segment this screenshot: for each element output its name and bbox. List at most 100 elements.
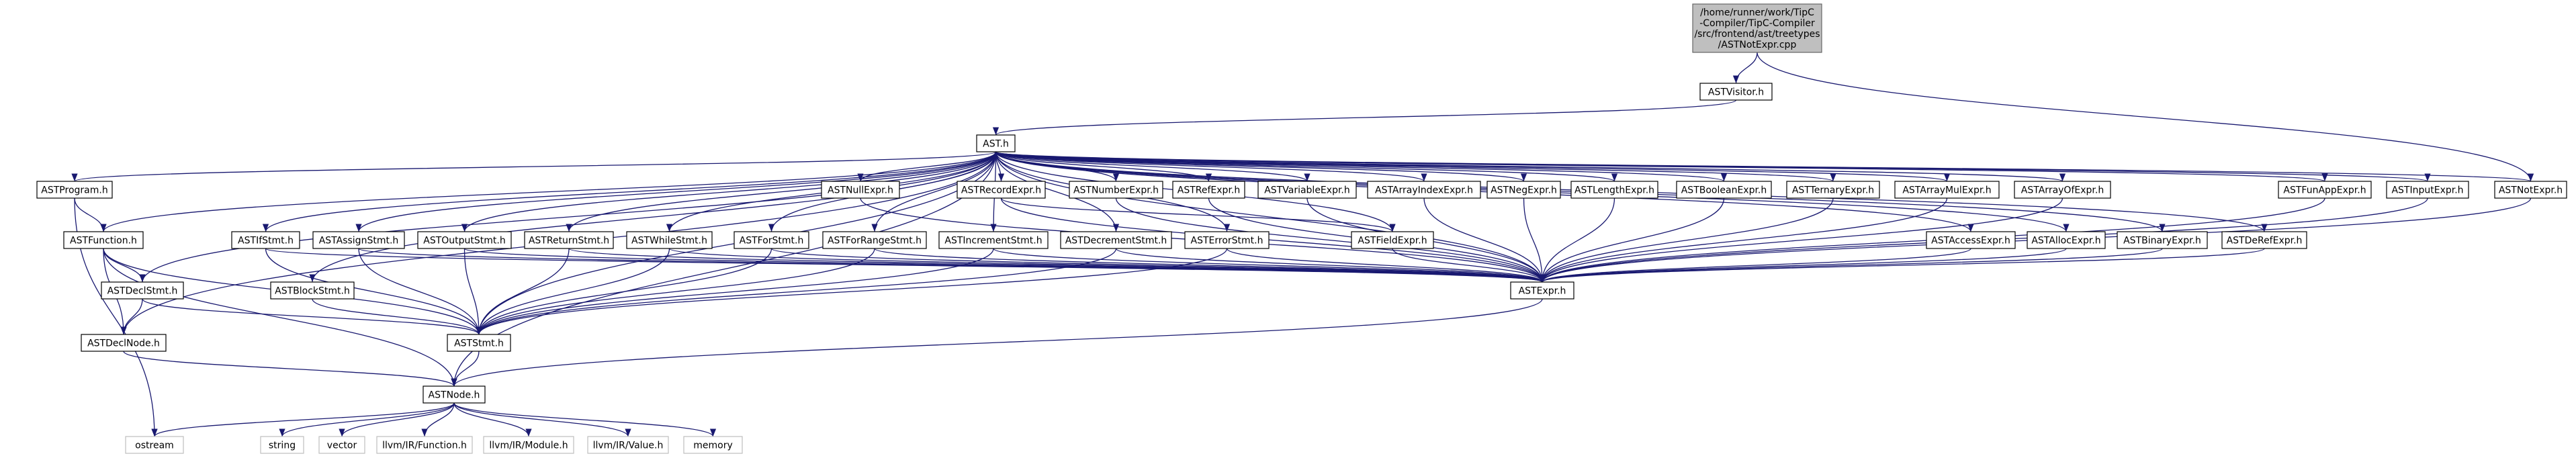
node-ASTFunction[interactable]: ASTFunction.h (63, 231, 144, 249)
node-ASTBooleanExpr[interactable]: ASTBooleanExpr.h (1676, 181, 1772, 199)
edge-AST-to-ASTNotExpr (995, 151, 2533, 182)
node-label-ASTNegExpr: ASTNegExpr.h (1491, 185, 1557, 196)
node-ASTLengthExpr[interactable]: ASTLengthExpr.h (1570, 181, 1658, 199)
node-ASTWhileStmt[interactable]: ASTWhileStmt.h (626, 231, 713, 249)
node-label-AST: AST.h (983, 139, 1009, 150)
edge-ASTOutputStmt-to-ASTStmt (463, 248, 482, 335)
edge-ASTNode-to-llvmFunction (421, 402, 455, 437)
edge-ASTNode-to-ostream (151, 402, 455, 437)
edge-ASTNegExpr-to-ASTExpr (1523, 197, 1546, 283)
edge-root-to-ASTVisitor (1732, 52, 1758, 84)
node-box-ASTNegExpr (1486, 181, 1561, 199)
edge-ASTIfStmt-to-ASTExpr (265, 248, 1545, 283)
edge-AST-to-ASTDecrementStmt (995, 151, 1120, 232)
node-vector: vector (318, 436, 365, 454)
node-ASTArrayMulExpr[interactable]: ASTArrayMulExpr.h (1894, 181, 2000, 199)
edge-ASTExpr-to-ASTNode (451, 298, 1543, 387)
node-ASTNegExpr[interactable]: ASTNegExpr.h (1486, 181, 1561, 199)
node-label-ASTRefExpr: ASTRefExpr.h (1178, 185, 1240, 196)
edge-ASTForRangeStmt-to-ASTStmt (476, 248, 875, 335)
node-label-ASTIncrementStmt: ASTIncrementStmt.h (944, 236, 1042, 246)
node-ASTNotExpr[interactable]: ASTNotExpr.h (2494, 181, 2567, 199)
edge-AST-to-ASTIfStmt (263, 151, 997, 232)
edge-ASTForStmt-to-ASTExpr (770, 248, 1546, 283)
node-ASTForStmt[interactable]: ASTForStmt.h (734, 231, 809, 249)
edge-ASTBinaryExpr-to-ASTExpr (1539, 248, 2163, 283)
node-ASTDeRefExpr[interactable]: ASTDeRefExpr.h (2221, 231, 2307, 249)
node-ASTIncrementStmt[interactable]: ASTIncrementStmt.h (938, 231, 1049, 249)
node-box-ASTForStmt (734, 231, 809, 249)
node-ASTArrayOfExpr[interactable]: ASTArrayOfExpr.h (2014, 181, 2111, 199)
node-ASTAccessExpr[interactable]: ASTAccessExpr.h (1926, 231, 2016, 249)
node-ASTTernaryExpr[interactable]: ASTTernaryExpr.h (1786, 181, 1880, 199)
node-box-ASTStmt (447, 334, 511, 352)
node-ASTBinaryExpr[interactable]: ASTBinaryExpr.h (2117, 231, 2208, 249)
node-ASTAssignStmt[interactable]: ASTAssignStmt.h (312, 231, 405, 249)
node-box-ASTBooleanExpr (1676, 181, 1772, 199)
node-ASTFieldExpr[interactable]: ASTFieldExpr.h (1351, 231, 1434, 249)
node-ASTRecordExpr[interactable]: ASTRecordExpr.h (957, 181, 1046, 199)
node-box-llvmFunction (376, 436, 473, 454)
node-label-ASTDeclStmt: ASTDeclStmt.h (107, 286, 178, 297)
edge-ASTLengthExpr-to-ASTExpr (1539, 197, 1615, 283)
edge-ASTArrayOfExpr-to-ASTExpr (1539, 197, 2063, 283)
edge-AST-to-ASTArrayIndexExpr (995, 151, 1427, 182)
node-ASTExpr[interactable]: ASTExpr.h (1510, 281, 1574, 300)
node-ASTInputExpr[interactable]: ASTInputExpr.h (2386, 181, 2469, 199)
node-label-ASTProgram: ASTProgram.h (41, 185, 107, 196)
node-label-llvmFunction: llvm/IR/Function.h (382, 441, 467, 451)
node-ASTReturnStmt[interactable]: ASTReturnStmt.h (524, 231, 614, 249)
node-label-ASTDecrementStmt: ASTDecrementStmt.h (1065, 236, 1167, 246)
node-label-ASTVariableExpr: ASTVariableExpr.h (1264, 185, 1350, 196)
node-label-ASTForRangeStmt: ASTForRangeStmt.h (828, 236, 922, 246)
node-box-string (260, 436, 304, 454)
edge-AST-to-ASTFunction (100, 151, 997, 232)
node-box-ASTBlockStmt (270, 281, 355, 300)
edge-ASTReturnStmt-to-ASTStmt (476, 248, 570, 335)
node-ASTArrayIndexExpr[interactable]: ASTArrayIndexExpr.h (1367, 181, 1481, 199)
node-ASTDeclNode[interactable]: ASTDeclNode.h (81, 334, 167, 352)
node-label-ASTTernaryExpr: ASTTernaryExpr.h (1792, 185, 1874, 196)
edge-ASTFunction-to-ASTNode (103, 248, 457, 387)
node-ASTVariableExpr[interactable]: ASTVariableExpr.h (1257, 181, 1357, 199)
node-label-root-3: /ASTNotExpr.cpp (1718, 40, 1797, 50)
node-label-ASTDeRefExpr: ASTDeRefExpr.h (2227, 236, 2303, 246)
node-ASTDecrementStmt[interactable]: ASTDecrementStmt.h (1060, 231, 1172, 249)
node-box-ASTLengthExpr (1570, 181, 1658, 199)
edge-ASTNode-to-llvmModule (453, 402, 532, 437)
node-box-ASTArrayMulExpr (1894, 181, 2000, 199)
node-box-ASTExpr (1510, 281, 1574, 300)
node-ASTNode[interactable]: ASTNode.h (423, 385, 486, 404)
edge-AST-to-ASTProgram (72, 151, 997, 182)
node-ASTRefExpr[interactable]: ASTRefExpr.h (1172, 181, 1245, 199)
node-ASTOutputStmt[interactable]: ASTOutputStmt.h (417, 231, 512, 249)
node-label-ASTFunAppExpr: ASTFunAppExpr.h (2283, 185, 2366, 196)
edge-ASTFieldExpr-to-ASTExpr (1392, 248, 1546, 283)
edge-AST-to-ASTNullExpr (857, 151, 997, 182)
node-box-ASTFunction (63, 231, 144, 249)
node-box-ASTNode (423, 385, 486, 404)
node-box-ASTReturnStmt (524, 231, 614, 249)
node-box-vector (318, 436, 365, 454)
node-ASTNullExpr[interactable]: ASTNullExpr.h (821, 181, 900, 199)
node-ASTAllocExpr[interactable]: ASTAllocExpr.h (2027, 231, 2106, 249)
node-AST[interactable]: AST.h (976, 134, 1016, 152)
node-ASTFunAppExpr[interactable]: ASTFunAppExpr.h (2278, 181, 2372, 199)
node-ASTIfStmt[interactable]: ASTIfStmt.h (231, 231, 300, 249)
node-ASTBlockStmt[interactable]: ASTBlockStmt.h (270, 281, 355, 300)
node-box-ASTRefExpr (1172, 181, 1245, 199)
node-box-ASTWhileStmt (626, 231, 713, 249)
node-box-ASTBinaryExpr (2117, 231, 2208, 249)
node-ASTForRangeStmt[interactable]: ASTForRangeStmt.h (822, 231, 927, 249)
edge-ASTDecrementStmt-to-ASTStmt (476, 248, 1117, 335)
node-label-ASTStmt: ASTStmt.h (454, 338, 504, 349)
node-box-ASTOutputStmt (417, 231, 512, 249)
node-label-ASTRecordExpr: ASTRecordExpr.h (961, 185, 1041, 196)
node-ASTVisitor[interactable]: ASTVisitor.h (1699, 83, 1773, 101)
node-ASTProgram[interactable]: ASTProgram.h (36, 181, 113, 199)
node-ASTNumberExpr[interactable]: ASTNumberExpr.h (1069, 181, 1163, 199)
node-ASTStmt[interactable]: ASTStmt.h (447, 334, 511, 352)
node-ASTDeclStmt[interactable]: ASTDeclStmt.h (101, 281, 184, 300)
node-ASTErrorStmt[interactable]: ASTErrorStmt.h (1184, 231, 1270, 249)
edge-ASTDeclStmt-to-ASTStmt (142, 298, 482, 335)
